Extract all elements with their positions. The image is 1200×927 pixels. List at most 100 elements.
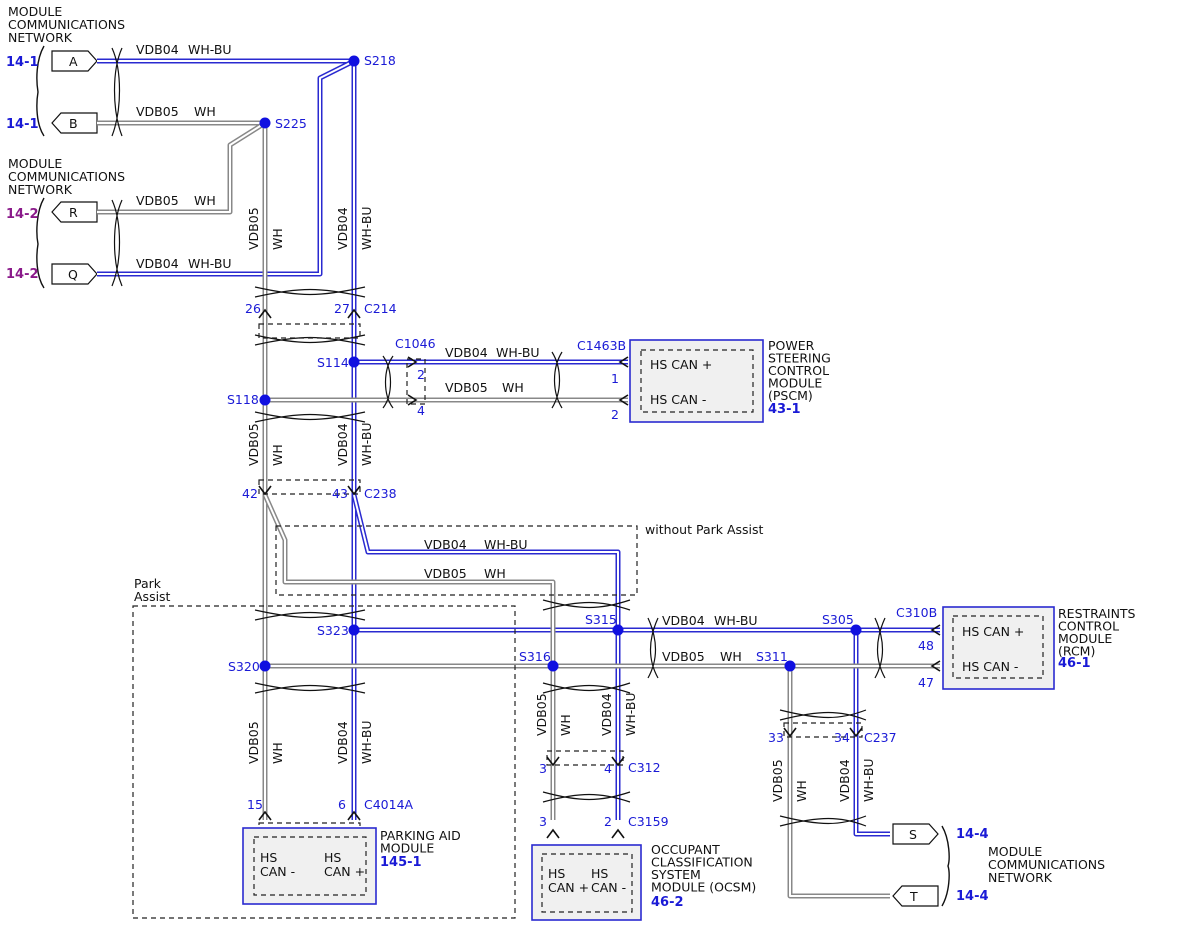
c1046-outline [406, 358, 426, 405]
pscm-module[interactable]: HS CAN + HS CAN - [629, 339, 764, 423]
svg-text:A: A [69, 54, 78, 69]
svg-text:VDB05: VDB05 [770, 759, 785, 802]
svg-text:S316: S316 [519, 649, 551, 664]
svg-text:4: 4 [417, 403, 425, 418]
svg-text:VDB05: VDB05 [424, 566, 467, 581]
svg-text:S218: S218 [364, 53, 396, 68]
svg-text:VDB04: VDB04 [445, 345, 488, 360]
svg-text:HS: HS [324, 850, 341, 865]
offpage-connector-q: Q [51, 263, 98, 285]
svg-text:HS CAN +: HS CAN + [962, 624, 1024, 639]
svg-text:33: 33 [768, 730, 784, 745]
svg-text:WH-BU: WH-BU [188, 256, 232, 271]
svg-text:43: 43 [332, 486, 348, 501]
svg-text:S305: S305 [822, 612, 854, 627]
offpage-connector-b: B [51, 112, 98, 134]
svg-text:B: B [69, 116, 78, 131]
svg-text:S311: S311 [756, 649, 788, 664]
svg-text:VDB05: VDB05 [136, 193, 179, 208]
svg-text:VDB04: VDB04 [335, 207, 350, 250]
svg-text:47: 47 [918, 675, 934, 690]
rcm-name: RESTRAINTS CONTROL MODULE (RCM) [1058, 606, 1139, 659]
network-label-middle: MODULE COMMUNICATIONS NETWORK [8, 156, 129, 197]
svg-text:1: 1 [611, 371, 619, 386]
svg-text:C310B: C310B [896, 605, 937, 620]
svg-text:T: T [909, 889, 918, 904]
svg-text:HS CAN -: HS CAN - [650, 392, 706, 407]
parking-aid-module[interactable]: HS CAN - HS CAN + [242, 827, 377, 905]
pin-numbers: 26 27 2 4 1 2 42 43 48 47 3 4 3 2 33 34 … [242, 301, 934, 829]
svg-text:48: 48 [918, 638, 934, 653]
svg-text:WH: WH [720, 649, 742, 664]
svg-text:VDB04: VDB04 [136, 256, 179, 271]
splice-dots [259, 55, 862, 672]
svg-text:WH: WH [558, 714, 573, 736]
c237-outline [783, 722, 863, 738]
svg-text:CAN -: CAN - [260, 864, 295, 879]
ocsm-module[interactable]: HS CAN + HS CAN - [531, 844, 642, 921]
page-ref-a[interactable]: 14-1 [6, 55, 39, 70]
svg-text:S118: S118 [227, 392, 259, 407]
without-park-assist-label: without Park Assist [645, 522, 764, 537]
svg-text:15: 15 [247, 797, 263, 812]
offpage-connector-t: T [892, 885, 939, 907]
svg-text:2: 2 [604, 814, 612, 829]
svg-text:VDB05: VDB05 [246, 721, 261, 764]
page-ref-r[interactable]: 14-2 [6, 207, 39, 222]
page-ref-t[interactable]: 14-4 [956, 889, 989, 904]
svg-text:VDB04: VDB04 [599, 693, 614, 736]
svg-text:WH: WH [270, 444, 285, 466]
park-assist-outline [132, 605, 516, 919]
brace-bottom-right [941, 825, 950, 907]
svg-text:34: 34 [834, 730, 850, 745]
svg-text:R: R [69, 205, 78, 220]
svg-text:VDB04: VDB04 [335, 423, 350, 466]
page-ref-b[interactable]: 14-1 [6, 117, 39, 132]
svg-text:VDB04: VDB04 [335, 721, 350, 764]
page-ref-s[interactable]: 14-4 [956, 827, 989, 842]
svg-text:3: 3 [539, 814, 547, 829]
svg-text:WH-BU: WH-BU [484, 537, 528, 552]
svg-text:WH-BU: WH-BU [359, 422, 374, 466]
without-park-assist-outline [275, 525, 638, 596]
parking-aid-ref[interactable]: 145-1 [380, 855, 422, 870]
page-ref-q[interactable]: 14-2 [6, 267, 39, 282]
svg-text:VDB05: VDB05 [662, 649, 705, 664]
svg-text:VDB05: VDB05 [136, 104, 179, 119]
svg-text:C1046: C1046 [395, 336, 436, 351]
svg-text:VDB05: VDB05 [445, 380, 488, 395]
pscm-name: POWER STEERING CONTROL MODULE (PSCM) [768, 338, 835, 403]
svg-text:WH: WH [194, 104, 216, 119]
ocsm-name: OCCUPANT CLASSIFICATION SYSTEM MODULE (O… [651, 842, 757, 895]
svg-text:S225: S225 [275, 116, 307, 131]
pin-arrows [258, 308, 941, 839]
svg-text:WH: WH [484, 566, 506, 581]
svg-text:WH: WH [194, 193, 216, 208]
svg-text:S: S [909, 827, 917, 842]
svg-text:S315: S315 [585, 612, 617, 627]
ocsm-ref[interactable]: 46-2 [651, 895, 684, 910]
svg-text:3: 3 [539, 761, 547, 776]
offpage-connector-a: A [51, 50, 98, 72]
wire-labels-vertical: VDB05 WH VDB04 WH-BU VDB05 WH VDB04 WH-B… [246, 206, 876, 802]
rcm-ref[interactable]: 46-1 [1058, 656, 1091, 671]
svg-text:26: 26 [245, 301, 261, 316]
connector-labels: C214 C1046 C1463B C238 C310B C312 C3159 … [364, 301, 937, 829]
rcm-module[interactable]: HS CAN + HS CAN - [942, 606, 1055, 690]
svg-text:HS: HS [591, 866, 608, 881]
svg-text:WH: WH [502, 380, 524, 395]
svg-text:WH-BU: WH-BU [714, 613, 758, 628]
wires-vdb05 [97, 120, 940, 899]
svg-text:6: 6 [338, 797, 346, 812]
offpage-connector-r: R [51, 201, 98, 223]
svg-text:VDB04: VDB04 [837, 759, 852, 802]
svg-text:WH-BU: WH-BU [861, 758, 876, 802]
pscm-ref[interactable]: 43-1 [768, 402, 801, 417]
svg-text:Q: Q [68, 267, 78, 282]
brace-middle [36, 197, 45, 289]
svg-text:WH-BU: WH-BU [359, 206, 374, 250]
svg-text:S323: S323 [317, 623, 349, 638]
svg-text:C214: C214 [364, 301, 397, 316]
